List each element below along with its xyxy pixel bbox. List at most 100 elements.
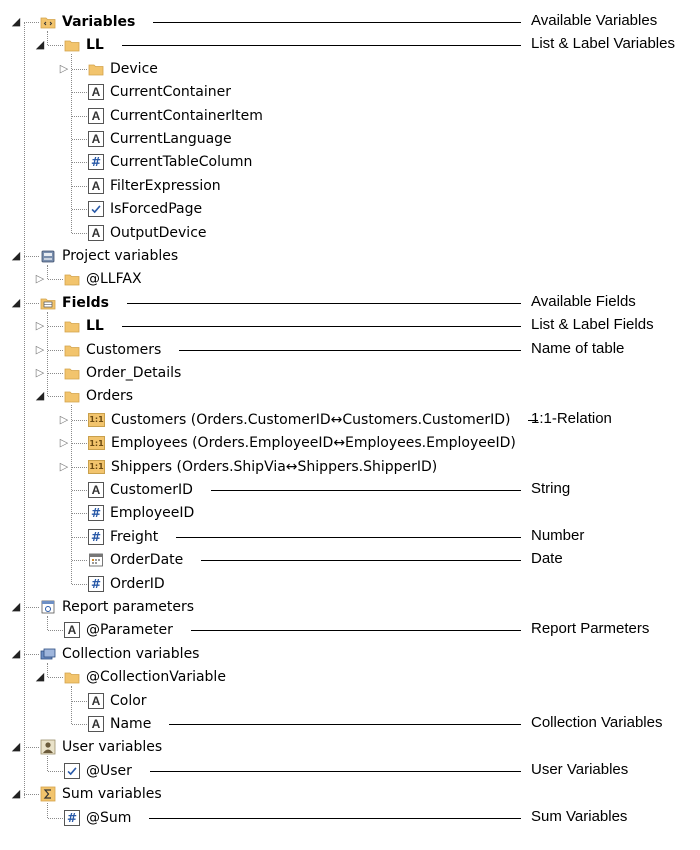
- tree-guide-line: [71, 405, 72, 584]
- tree-label: @User: [86, 762, 132, 779]
- tree-label: FilterExpression: [110, 177, 221, 194]
- user-icon: [40, 739, 56, 755]
- tree-row-collection-variables[interactable]: Collection variables: [40, 643, 199, 665]
- tree-row-orders[interactable]: Orders: [64, 385, 133, 407]
- collapse-arrow-icon[interactable]: ◢: [35, 38, 45, 52]
- tree-connector: [24, 256, 39, 257]
- tree-connector: [24, 747, 39, 749]
- tree-connector: [48, 396, 63, 398]
- tree-connector: [72, 232, 87, 234]
- tree-row-report-parameters[interactable]: Report parameters: [40, 596, 194, 618]
- callout-line-user-variables-note: [150, 770, 521, 772]
- tree-row-customers[interactable]: Customers: [64, 339, 161, 361]
- collapse-arrow-icon[interactable]: ◢: [11, 740, 21, 754]
- collapse-arrow-icon[interactable]: ◢: [35, 670, 45, 684]
- tree-label: Customers: [86, 341, 162, 358]
- tree-root-line: [24, 22, 25, 798]
- collapse-arrow-icon[interactable]: ◢: [11, 295, 21, 309]
- callout-line-number: [176, 536, 521, 538]
- tree-connector: [24, 794, 39, 796]
- tree-guide-line: [47, 31, 48, 46]
- tree-row-variables[interactable]: Variables: [40, 11, 135, 33]
- tree-label: User variables: [62, 739, 163, 756]
- boolean-icon: [64, 762, 80, 779]
- expand-arrow-icon[interactable]: ▷: [35, 272, 45, 286]
- string-icon: A: [88, 84, 104, 101]
- tree-label: IsForcedPage: [110, 201, 203, 218]
- expand-arrow-icon[interactable]: ▷: [59, 61, 69, 75]
- tree-row-is-forced-page[interactable]: IsForcedPage: [88, 198, 202, 220]
- tree-label: Report parameters: [62, 599, 195, 615]
- tree-row-sum-variables[interactable]: Sum variables: [40, 783, 162, 805]
- callout-line-string: [211, 490, 521, 491]
- callout-number: Number: [531, 526, 585, 544]
- expand-arrow-icon[interactable]: ▷: [59, 459, 69, 473]
- expand-arrow-icon[interactable]: ▷: [35, 342, 45, 356]
- collapse-arrow-icon[interactable]: ◢: [11, 249, 21, 262]
- tree-row-project-variables[interactable]: Project variables: [40, 245, 178, 267]
- tree-row-order-id[interactable]: #OrderID: [88, 573, 165, 595]
- callout-available-variables: Available Variables: [531, 12, 658, 29]
- tree-label: LL: [86, 37, 104, 54]
- tree-connector: [72, 92, 87, 94]
- callout-line-available-variables: [153, 22, 521, 23]
- tree-guide-line: [47, 756, 48, 771]
- tree-row-employee-id[interactable]: #EmployeeID: [88, 502, 194, 524]
- tree-row-user-variables[interactable]: User variables: [40, 736, 162, 758]
- tree-connector: [48, 45, 63, 47]
- callout-report-parmeters: Report Parmeters: [531, 620, 650, 638]
- fields-icon: [40, 295, 56, 311]
- collapse-arrow-icon[interactable]: ◢: [11, 646, 21, 660]
- tree-label: OrderID: [110, 575, 165, 592]
- report-parameters-icon: [40, 599, 56, 615]
- tree-row-order-details[interactable]: Order_Details: [64, 362, 181, 384]
- tree-row-fields[interactable]: Fields: [40, 292, 109, 314]
- collapse-arrow-icon[interactable]: ◢: [11, 787, 21, 801]
- tree-row-collection-variable[interactable]: @CollectionVariable: [64, 666, 226, 688]
- collapse-arrow-icon[interactable]: ◢: [11, 600, 21, 613]
- expand-arrow-icon[interactable]: ▷: [35, 319, 45, 333]
- tree-connector: [48, 817, 63, 819]
- relation-icon: 1:1: [88, 459, 105, 474]
- callout-one-to-one-relation: 1:1-Relation: [531, 409, 612, 427]
- string-icon: A: [88, 716, 104, 732]
- expand-arrow-icon[interactable]: ▷: [35, 366, 45, 379]
- number-icon: #: [64, 809, 80, 826]
- callout-line-sum-variables-note: [149, 817, 521, 819]
- tree-connector: [72, 139, 87, 140]
- folder-icon: [64, 342, 80, 358]
- tree-row-parameter[interactable]: A@Parameter: [64, 619, 173, 641]
- tree-connector: [72, 490, 87, 491]
- tree-row-ll-fields[interactable]: LL: [64, 315, 104, 337]
- tree-row-freight[interactable]: #Freight: [88, 526, 158, 548]
- expand-arrow-icon[interactable]: ▷: [59, 436, 69, 450]
- tree-label: Orders: [86, 388, 134, 405]
- tree-connector: [24, 653, 39, 655]
- tree-row-device[interactable]: Device: [88, 58, 158, 80]
- tree-row-user[interactable]: @User: [64, 760, 132, 782]
- tree-row-llfax[interactable]: @LLFAX: [64, 268, 142, 290]
- collapse-arrow-icon[interactable]: ◢: [35, 389, 45, 403]
- expand-arrow-icon[interactable]: ▷: [59, 412, 69, 426]
- date-icon: [88, 552, 104, 568]
- tree-row-current-table-column[interactable]: #CurrentTableColumn: [88, 151, 252, 173]
- tree-row-order-date[interactable]: OrderDate: [88, 549, 183, 571]
- collapse-arrow-icon[interactable]: ◢: [11, 15, 21, 28]
- tree-row-sum[interactable]: #@Sum: [64, 807, 131, 829]
- tree-connector: [72, 513, 87, 515]
- tree-connector: [72, 185, 87, 187]
- tree-connector: [48, 326, 63, 328]
- tree-row-ll-variables[interactable]: LL: [64, 34, 104, 56]
